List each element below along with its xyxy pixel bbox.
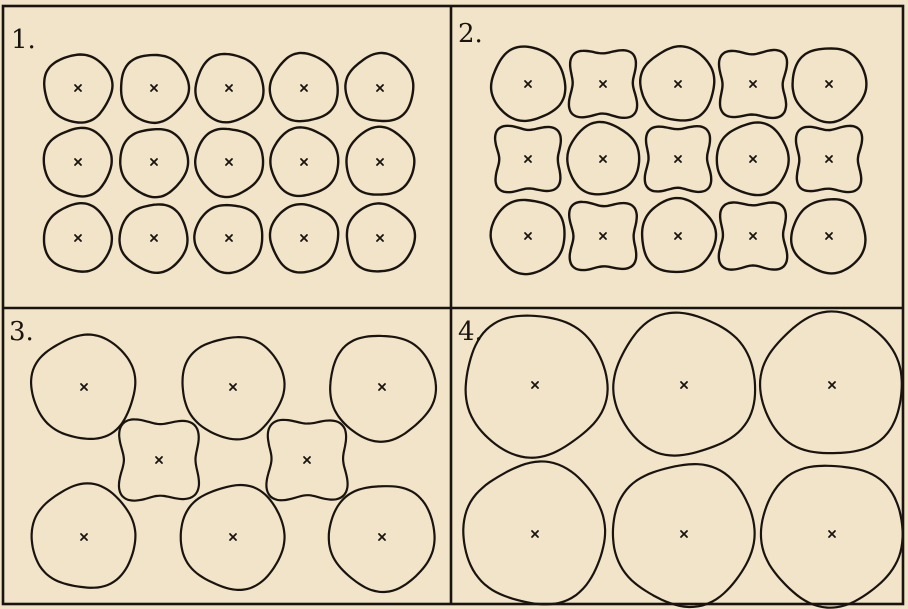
panel-4-label: 4. xyxy=(458,317,483,347)
panel-2-label: 2. xyxy=(458,19,483,49)
panel-3-label: 3. xyxy=(9,317,34,347)
panel-1-label: 1. xyxy=(11,25,36,55)
